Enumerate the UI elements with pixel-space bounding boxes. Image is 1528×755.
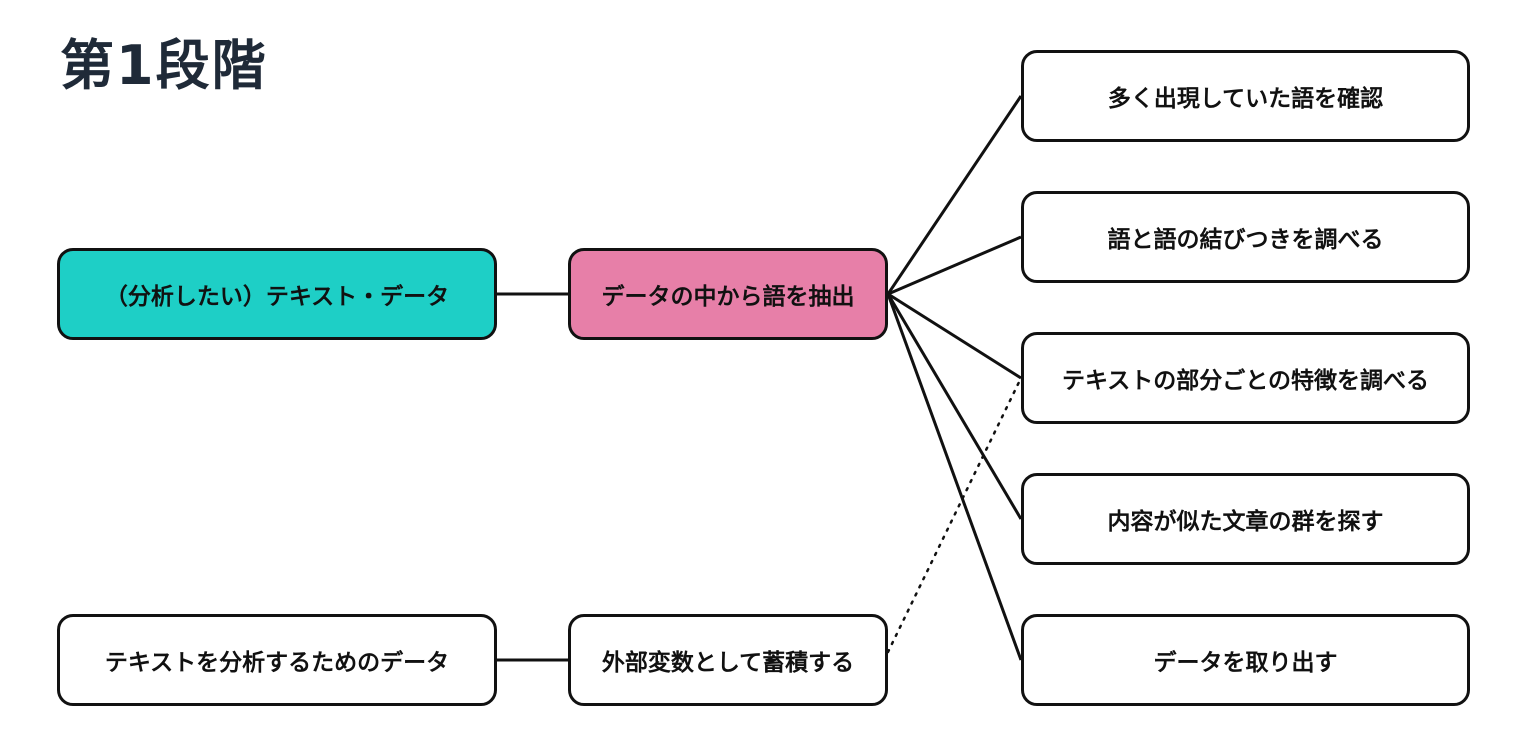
edge-extract-to-connections bbox=[887, 235, 1022, 296]
edge-extract-to-data bbox=[886, 293, 1023, 661]
node-section-features: テキストの部分ごとの特徴を調べる bbox=[1021, 332, 1470, 424]
node-store-variables: 外部変数として蓄積する bbox=[568, 614, 888, 706]
node-label: 外部変数として蓄積する bbox=[601, 650, 855, 676]
stage-title: 第1段階 bbox=[60, 34, 268, 97]
node-label: 語と語の結びつきを調べる bbox=[1107, 227, 1384, 253]
node-label: （分析したい）テキスト・データ bbox=[104, 284, 450, 310]
edge-extract-to-similar bbox=[886, 293, 1023, 520]
node-label: テキストの部分ごとの特徴を調べる bbox=[1061, 368, 1430, 394]
node-external-data: テキストを分析するためのデータ bbox=[57, 614, 497, 706]
edge-extract-to-frequent bbox=[886, 95, 1023, 295]
node-label: データの中から語を抽出 bbox=[601, 284, 855, 310]
node-check-frequent-words: 多く出現していた語を確認 bbox=[1021, 50, 1470, 142]
node-word-connections: 語と語の結びつきを調べる bbox=[1021, 191, 1470, 283]
edge-extract-to-features bbox=[887, 292, 1022, 380]
node-label: 多く出現していた語を確認 bbox=[1107, 86, 1384, 112]
node-similar-documents: 内容が似た文章の群を探す bbox=[1021, 473, 1470, 565]
node-label: データを取り出す bbox=[1153, 650, 1338, 676]
edge-store-to-features-dotted bbox=[886, 376, 1023, 654]
node-source-text-data: （分析したい）テキスト・データ bbox=[57, 248, 497, 340]
node-extract-words: データの中から語を抽出 bbox=[568, 248, 888, 340]
node-label: 内容が似た文章の群を探す bbox=[1107, 509, 1384, 535]
node-label: テキストを分析するためのデータ bbox=[104, 650, 450, 676]
node-extract-data: データを取り出す bbox=[1021, 614, 1470, 706]
